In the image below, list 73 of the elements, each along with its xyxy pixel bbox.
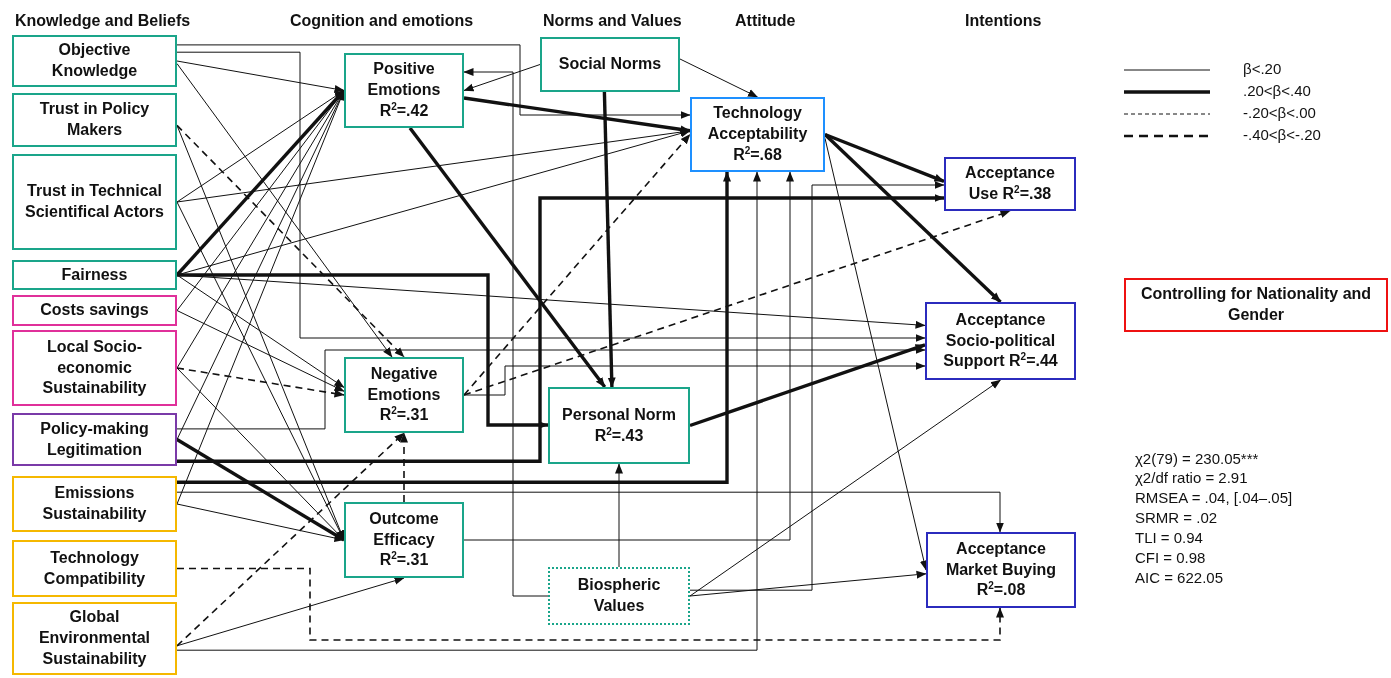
arrow [463, 171, 794, 541]
arrow [176, 567, 1004, 641]
fit-statistic: CFI = 0.98 [1135, 549, 1206, 566]
arrow [177, 273, 549, 429]
fit-statistic: χ2/df ratio = 2.91 [1135, 469, 1248, 486]
construct-box: Acceptance Socio-political Support R$^{2}$=.44 [925, 302, 1076, 380]
construct-box: Social Norms [540, 37, 680, 92]
arrow [176, 171, 761, 651]
arrow [615, 463, 623, 568]
fit-statistic: RMSEA = .04, [.04–.05] [1135, 489, 1293, 506]
construct-box: Objective Knowledge [12, 35, 177, 87]
construct-box: Trust in Technical Scientifical Actors [12, 154, 177, 250]
column-heading: Attitude [735, 12, 796, 30]
construct-box: Personal Norm R$^{2}$=.43 [548, 387, 690, 464]
arrow [176, 124, 405, 358]
construct-box: Positive Emotions R$^{2}$=.42 [344, 53, 464, 128]
construct-box: Technology Acceptability R$^{2}$=.68 [690, 97, 825, 172]
arrow [176, 51, 926, 342]
arrow [463, 210, 1011, 396]
fit-statistic: χ2(79) = 230.05*** [1135, 450, 1259, 467]
construct-box: Acceptance Market Buying R$^{2}$=.08 [926, 532, 1076, 608]
legend-label: -.40<β<-.20 [1243, 126, 1321, 143]
arrow [463, 96, 691, 134]
arrow [176, 60, 345, 93]
arrow [176, 438, 345, 542]
construct-box: Global Environmental Sustainability [12, 602, 177, 675]
arrow [602, 91, 616, 388]
arrow [176, 432, 405, 647]
arrow [176, 576, 405, 647]
dashed-node-box: Biospheric Values [548, 567, 690, 625]
arrow [177, 194, 945, 463]
arrow [176, 44, 691, 119]
construct-box: Negative Emotions R$^{2}$=.31 [344, 357, 464, 433]
arrow [176, 63, 393, 358]
construct-box: Technology Compatibility [12, 540, 177, 597]
note-box: Controlling for Nationality and Gender [1124, 278, 1388, 332]
arrow [176, 274, 345, 388]
arrow [400, 432, 408, 503]
fit-statistic: AIC = 622.05 [1135, 569, 1223, 586]
arrow [408, 126, 607, 389]
legend-label: β<.20 [1243, 60, 1282, 77]
construct-box: Costs savings [12, 295, 177, 326]
arrow [176, 367, 345, 398]
construct-box: Emissions Sustainability [12, 476, 177, 532]
arrow [463, 133, 691, 396]
arrow [689, 570, 927, 597]
construct-box: Policy-making Legitimation [12, 413, 177, 466]
arrow [689, 181, 945, 591]
arrow [176, 310, 345, 392]
arrow [176, 491, 1004, 533]
fit-statistic: SRMR = .02 [1135, 509, 1218, 526]
arrow [689, 379, 1001, 597]
legend-label: -.20<β<.00 [1243, 104, 1316, 121]
construct-box: Outcome Efficacy R$^{2}$=.31 [344, 502, 464, 578]
arrow [463, 68, 549, 597]
arrow [824, 132, 945, 183]
arrow [689, 343, 926, 428]
fit-statistic: TLI = 0.94 [1135, 529, 1203, 546]
arrow [463, 64, 541, 92]
construct-box: Fairness [12, 260, 177, 290]
arrow [176, 346, 926, 430]
arrow [463, 362, 926, 396]
column-heading: Norms and Values [543, 12, 682, 30]
construct-box: Local Socio-economic Sustainability [12, 330, 177, 406]
arrow [679, 58, 758, 98]
column-heading: Cognition and emotions [290, 12, 474, 30]
column-heading: Knowledge and Beliefs [15, 12, 191, 30]
arrow [176, 503, 345, 542]
arrow [177, 171, 731, 484]
construct-box: Trust in Policy Makers [12, 93, 177, 147]
legend-label: .20<β<.40 [1243, 82, 1311, 99]
construct-box: Acceptance Use R$^{2}$=.38 [944, 157, 1076, 211]
column-heading: Intentions [965, 12, 1042, 30]
